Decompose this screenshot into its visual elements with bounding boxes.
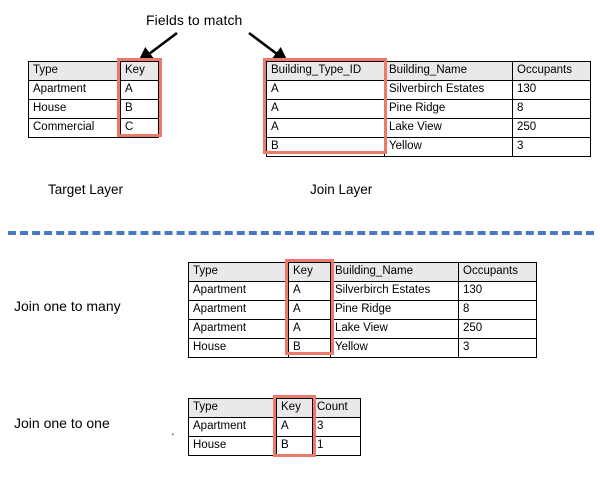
table-row: B Yellow 3	[266, 137, 591, 157]
cell-type: Apartment	[188, 281, 289, 301]
cell-occupants: 250	[512, 118, 591, 138]
cell-building-name: Pine Ridge	[384, 99, 513, 119]
column-header-building-name: Building_Name	[330, 262, 459, 282]
table-row: Apartment A Lake View 250	[188, 319, 537, 339]
cell-building-name: Silverbirch Estates	[384, 80, 513, 100]
target-layer-grid: Type Key Apartment A House B Commercial …	[28, 61, 159, 138]
cell-occupants: 3	[458, 338, 537, 358]
cell-building-type-id: B	[266, 137, 385, 157]
column-header-type: Type	[188, 262, 289, 282]
column-header-count: Count	[312, 398, 361, 418]
stray-dot-mark: .	[171, 423, 175, 438]
cell-building-type-id: A	[266, 99, 385, 119]
cell-type: Apartment	[28, 80, 121, 100]
table-row: A Lake View 250	[266, 118, 591, 138]
cell-key: A	[288, 300, 331, 320]
table-row: House B	[28, 99, 159, 119]
cell-type: Apartment	[188, 300, 289, 320]
cell-occupants: 3	[512, 137, 591, 157]
table-header-row: Type Key Building_Name Occupants	[188, 262, 537, 282]
cell-building-type-id: A	[266, 118, 385, 138]
cell-key: C	[120, 118, 159, 138]
cell-occupants: 8	[512, 99, 591, 119]
cell-building-type-id: A	[266, 80, 385, 100]
cell-count: 3	[312, 417, 361, 437]
table-target-layer: Type Key Apartment A House B Commercial …	[28, 61, 159, 138]
table-header-row: Type Key	[28, 61, 159, 81]
table-row: House B 1	[188, 436, 361, 456]
cell-building-name: Yellow	[384, 137, 513, 157]
join-one-to-one-label: Join one to one	[14, 415, 110, 431]
column-header-building-type-id: Building_Type_ID	[266, 61, 385, 81]
cell-type: Apartment	[188, 319, 289, 339]
join-one-to-many-grid: Type Key Building_Name Occupants Apartme…	[188, 262, 537, 358]
cell-type: Apartment	[188, 417, 277, 437]
column-header-type: Type	[28, 61, 121, 81]
cell-key: B	[276, 436, 313, 456]
target-layer-caption: Target Layer	[48, 182, 124, 197]
arrow-to-target-key	[137, 31, 289, 63]
cell-building-name: Pine Ridge	[330, 300, 459, 320]
cell-type: House	[188, 338, 289, 358]
table-row: Apartment A 3	[188, 417, 361, 437]
table-header-row: Building_Type_ID Building_Name Occupants	[266, 61, 591, 81]
section-divider	[8, 231, 594, 235]
join-layer-caption: Join Layer	[310, 182, 373, 197]
cell-building-name: Yellow	[330, 338, 459, 358]
table-row: House B Yellow 3	[188, 338, 537, 358]
cell-key: A	[288, 281, 331, 301]
column-header-occupants: Occupants	[458, 262, 537, 282]
column-header-key: Key	[288, 262, 331, 282]
table-join-one-to-one: Type Key Count Apartment A 3 House B 1	[188, 398, 361, 456]
column-header-type: Type	[188, 398, 277, 418]
cell-count: 1	[312, 436, 361, 456]
table-row: A Pine Ridge 8	[266, 99, 591, 119]
column-header-key: Key	[276, 398, 313, 418]
cell-occupants: 130	[512, 80, 591, 100]
cell-key: A	[120, 80, 159, 100]
table-row: Commercial C	[28, 118, 159, 138]
fields-to-match-label: Fields to match	[146, 12, 243, 28]
join-layer-grid: Building_Type_ID Building_Name Occupants…	[266, 61, 591, 157]
cell-building-name: Silverbirch Estates	[330, 281, 459, 301]
cell-key: A	[276, 417, 313, 437]
cell-building-name: Lake View	[384, 118, 513, 138]
table-row: Apartment A Silverbirch Estates 130	[188, 281, 537, 301]
cell-building-name: Lake View	[330, 319, 459, 339]
table-join-one-to-many: Type Key Building_Name Occupants Apartme…	[188, 262, 537, 358]
cell-occupants: 250	[458, 319, 537, 339]
column-header-key: Key	[120, 61, 159, 81]
cell-occupants: 8	[458, 300, 537, 320]
cell-type: Commercial	[28, 118, 121, 138]
join-one-to-one-grid: Type Key Count Apartment A 3 House B 1	[188, 398, 361, 456]
join-one-to-many-label: Join one to many	[14, 298, 121, 314]
column-header-occupants: Occupants	[512, 61, 591, 81]
cell-occupants: 130	[458, 281, 537, 301]
table-header-row: Type Key Count	[188, 398, 361, 418]
cell-type: House	[188, 436, 277, 456]
column-header-building-name: Building_Name	[384, 61, 513, 81]
table-row: A Silverbirch Estates 130	[266, 80, 591, 100]
cell-key: B	[120, 99, 159, 119]
table-row: Apartment A	[28, 80, 159, 100]
cell-key: B	[288, 338, 331, 358]
table-row: Apartment A Pine Ridge 8	[188, 300, 537, 320]
cell-type: House	[28, 99, 121, 119]
cell-key: A	[288, 319, 331, 339]
table-join-layer: Building_Type_ID Building_Name Occupants…	[266, 61, 591, 157]
